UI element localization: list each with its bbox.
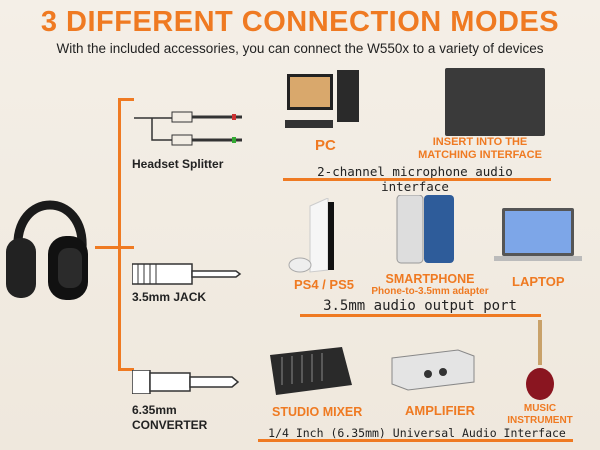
laptop-image — [492, 208, 584, 268]
studio-mixer-image — [262, 345, 354, 397]
device-note-line2: MATCHING INTERFACE — [418, 149, 542, 161]
device-label-laptop: LAPTOP — [512, 274, 565, 289]
connector-label-splitter: Headset Splitter — [132, 157, 224, 171]
page-title: 3 DIFFERENT CONNECTION MODES — [40, 6, 560, 38]
converter-icon — [131, 369, 242, 395]
device-label-music: MUSIC — [523, 403, 557, 414]
tree-trunk — [118, 98, 121, 370]
converter-label-line1: 6.35mm — [132, 403, 177, 417]
smartphone-image — [396, 194, 456, 265]
amplifier-image — [388, 348, 476, 392]
device-label-amplifier: AMPLIFIER — [405, 403, 476, 418]
guitar-image — [520, 320, 560, 402]
pc-image — [285, 70, 365, 135]
subtitle: With the included accessories, you can c… — [56, 41, 544, 56]
converter-label-line2: CONVERTER — [132, 418, 208, 432]
jack-icon — [131, 262, 242, 286]
device-note-line1: INSERT INTO THE — [432, 136, 528, 148]
device-note-adapter: Phone-to-3.5mm adapter — [371, 286, 489, 297]
ps5-image — [288, 197, 350, 276]
audio-interface-image — [445, 68, 545, 136]
device-label-smartphone: SMARTPHONE — [385, 272, 475, 286]
tree-branch-jack — [118, 246, 134, 249]
tree-branch-splitter — [118, 98, 134, 101]
splitter-cable-icon — [132, 110, 262, 150]
port-label-mode3: 1/4 Inch (6.35mm) Universal Audio Interf… — [268, 426, 566, 440]
port-label-mode1: 2-channel microphone audio interface — [317, 164, 513, 194]
port-underline-mode2 — [300, 314, 541, 317]
device-label-instrument: INSTRUMENT — [507, 415, 573, 426]
headset-image — [4, 180, 96, 310]
port-label-mode2: 3.5mm audio output port — [323, 298, 517, 314]
tree-link-headset — [95, 246, 120, 249]
device-label-mixer: STUDIO MIXER — [272, 405, 363, 419]
port-underline-mode3 — [258, 439, 573, 442]
device-label-pc: PC — [315, 137, 336, 154]
port-underline-mode1 — [283, 178, 551, 181]
device-label-ps: PS4 / PS5 — [294, 277, 354, 292]
tree-branch-converter — [118, 368, 134, 371]
connector-label-jack: 3.5mm JACK — [132, 290, 207, 304]
